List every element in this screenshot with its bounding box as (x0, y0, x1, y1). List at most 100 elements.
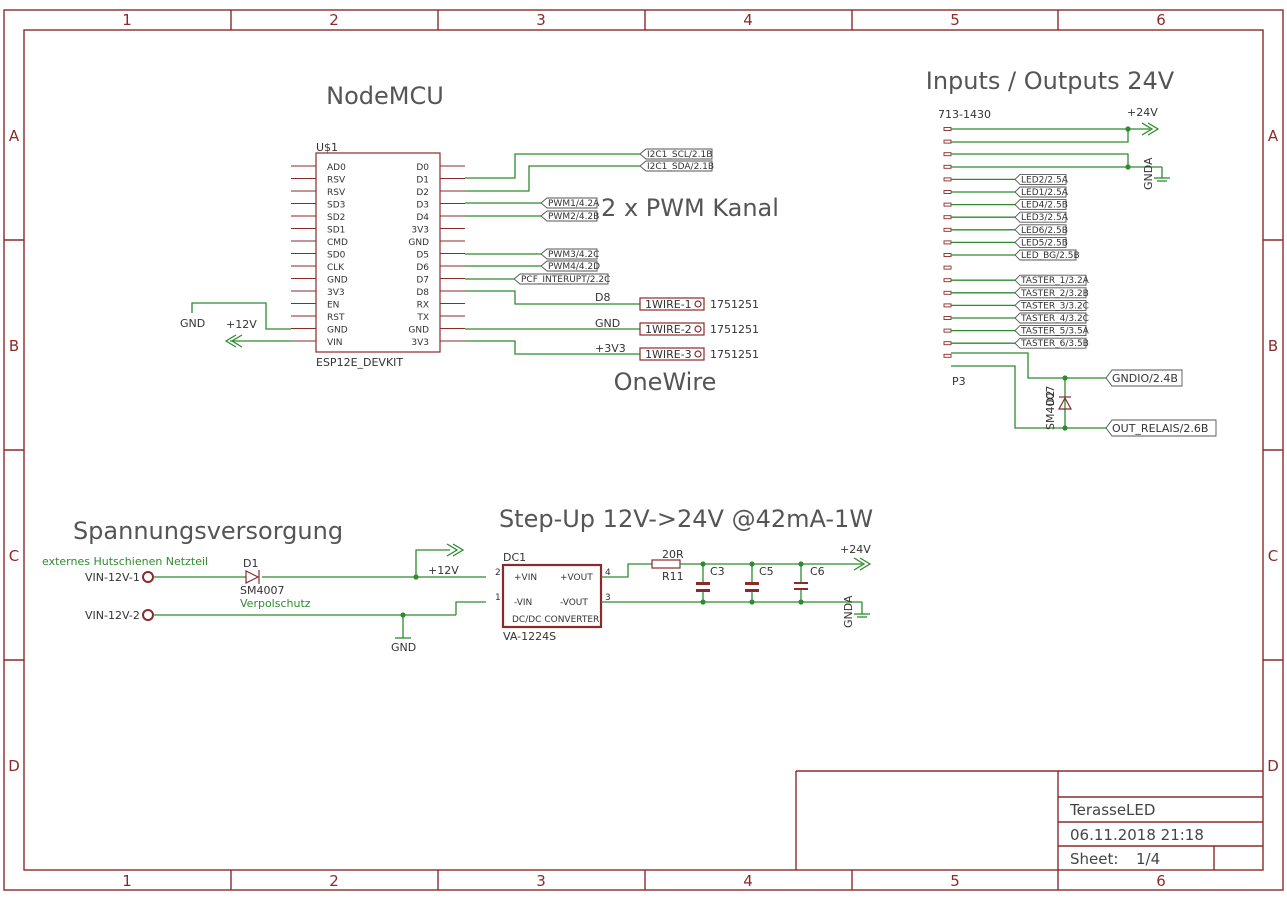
col-label-bottom: 6 (1156, 872, 1166, 890)
section-title-onewire: OneWire (614, 368, 717, 396)
io-diode-value: SM4007 (1044, 386, 1057, 430)
io-led-flag (1014, 211, 1067, 223)
onewire-part-number: 1751251 (710, 348, 759, 361)
flag-pwm1: PWM1/4.2A (548, 199, 600, 209)
io-pins (943, 127, 952, 358)
mcu-left-pin-label: SD2 (327, 213, 345, 223)
mcu-left-pin-label: 3V3 (327, 288, 345, 298)
col-label-bottom: 2 (329, 872, 339, 890)
col-label-bottom: 3 (536, 872, 546, 890)
col-label-bottom: 5 (950, 872, 960, 890)
io-pin (943, 265, 952, 270)
row-label-left: C (9, 547, 19, 565)
io-pin (943, 227, 952, 232)
io-pin (943, 290, 952, 295)
dc1-ref: DC1 (503, 551, 526, 564)
io-supply-label: +24V (1127, 106, 1158, 119)
stepup-converter[interactable]: DC1 VA-1224S DC/DC CONVERTER +VIN -VIN +… (495, 551, 611, 643)
section-title-io: Inputs / Outputs 24V (926, 67, 1175, 95)
io-pin (943, 139, 952, 144)
row-label-left: B (9, 337, 19, 355)
io-pin (943, 253, 952, 257)
c3-ref: C3 (710, 565, 725, 578)
mcu-right-pin-label: GND (408, 238, 429, 248)
col-label-bottom: 4 (743, 872, 753, 890)
io-led-label: LED1/2.5A (1021, 188, 1069, 198)
pin-num-2: 2 (495, 568, 501, 578)
mcu-ref: U$1 (316, 141, 338, 154)
col-label-top: 2 (329, 11, 339, 29)
supply-note: externes Hutschienen Netzteil (42, 555, 208, 568)
mcu-right-pin-label: GND (408, 326, 429, 336)
section-title-supply: Spannungsversorgung (73, 517, 343, 545)
mcu-right-pin-label: 3V3 (411, 338, 429, 348)
drawing-frame (3, 9, 1284, 891)
io-taster-flag (1014, 337, 1087, 349)
io-flags: LED2/2.5ALED1/2.5ALED4/2.5BLED3/2.5ALED6… (1014, 173, 1090, 349)
pin-minus-vout: -VOUT (560, 598, 588, 608)
row-label-right: B (1268, 337, 1278, 355)
d1-value: SM4007 (240, 584, 284, 597)
io-pin (943, 164, 952, 169)
mcu-left-pin-label: CLK (327, 263, 345, 273)
mcu-left-pin-label: CMD (327, 238, 348, 248)
io-connector-part: 713-1430 (938, 108, 991, 121)
vin1-terminal (142, 571, 154, 583)
mcu-right-pin-label: D4 (416, 213, 429, 223)
io-connector-ref: P3 (952, 375, 966, 388)
io-led-label: LED_BG/2.5B (1021, 251, 1080, 261)
stepup-plus24: +24V (840, 543, 871, 556)
mcu-right-pin-label: D5 (416, 251, 429, 261)
io-taster-flag (1014, 299, 1087, 311)
onewire-net-label: +3V3 (595, 342, 626, 355)
io-pin (943, 316, 952, 320)
mcu-left-pin-label: SD0 (327, 251, 346, 261)
onewire-net-label: GND (595, 317, 620, 330)
col-label-top: 5 (950, 11, 960, 29)
io-connector[interactable]: 713-1430 P3 (938, 108, 991, 388)
mcu-left-pin-label: AD0 (327, 163, 346, 173)
pin-minus-vin: -VIN (514, 598, 532, 608)
io-taster-label: TASTER_6/3.5B (1020, 339, 1089, 349)
dc1-value: VA-1224S (503, 630, 556, 643)
c5-ref: C5 (759, 565, 774, 578)
pin-num-4: 4 (605, 568, 611, 578)
io-led-label: LED6/2.5B (1021, 226, 1068, 236)
io-led-wires (951, 178, 1015, 344)
onewire-pin-label: 1WIRE-3 (645, 348, 692, 361)
mcu-right-pin-label: D7 (416, 276, 429, 286)
sheet-label: Sheet: (1070, 850, 1118, 868)
flag-out-relais: OUT_RELAIS/2.6B (1112, 422, 1208, 435)
pin-plus-vout: +VOUT (560, 573, 593, 583)
flag-i2c-sda: I2C1_SDA/2.1B (647, 162, 714, 172)
supply-section: externes Hutschienen Netzteil VIN-12V-1 … (42, 543, 486, 654)
mcu-pins: AD0RSVRSVSD3SD2SD1CMDSD0CLKGND3V3ENRSTGN… (291, 163, 465, 348)
sheet-number: 1/4 (1136, 850, 1160, 868)
io-taster-flag (1014, 312, 1087, 324)
pin-plus-vin: +VIN (514, 573, 537, 583)
flag-gndio: GNDIO/2.4B (1112, 372, 1178, 385)
io-pin (943, 127, 952, 131)
mcu-left-pin-label: EN (327, 301, 339, 311)
mcu-left-pin-label: VIN (327, 338, 343, 348)
mcu-left-pin-label: GND (327, 276, 348, 286)
net-flags: I2C1_SCL/2.1B I2C1_SDA/2.1B PWM1/4.2A PW… (513, 148, 714, 285)
io-pin (943, 202, 952, 207)
r11-ref: R11 (662, 570, 684, 583)
stepup-wires (601, 557, 872, 618)
io-out-relais-flag: OUT_RELAIS/2.6B (1105, 419, 1217, 437)
io-pin (943, 303, 952, 308)
onewire-connectors[interactable]: D8 1WIRE-1 1751251 GND 1WIRE-2 1751251 +… (595, 291, 759, 361)
io-led-label: LED3/2.5A (1021, 213, 1069, 223)
io-led-label: LED4/2.5B (1021, 201, 1068, 211)
c6-ref: C6 (810, 565, 825, 578)
nodemcu-module[interactable]: U$1 ESP12E_DEVKIT AD0RSVRSVSD3SD2SD1CMDS… (291, 141, 465, 369)
supply-gnd: GND (391, 641, 416, 654)
vin2-label: VIN-12V-2 (85, 609, 140, 622)
col-label-bottom: 1 (122, 872, 132, 890)
col-label-top: 4 (743, 11, 753, 29)
vin1-label: VIN-12V-1 (85, 571, 140, 584)
pin-num-3: 3 (605, 593, 611, 603)
net-plus12-left: +12V (226, 318, 257, 331)
